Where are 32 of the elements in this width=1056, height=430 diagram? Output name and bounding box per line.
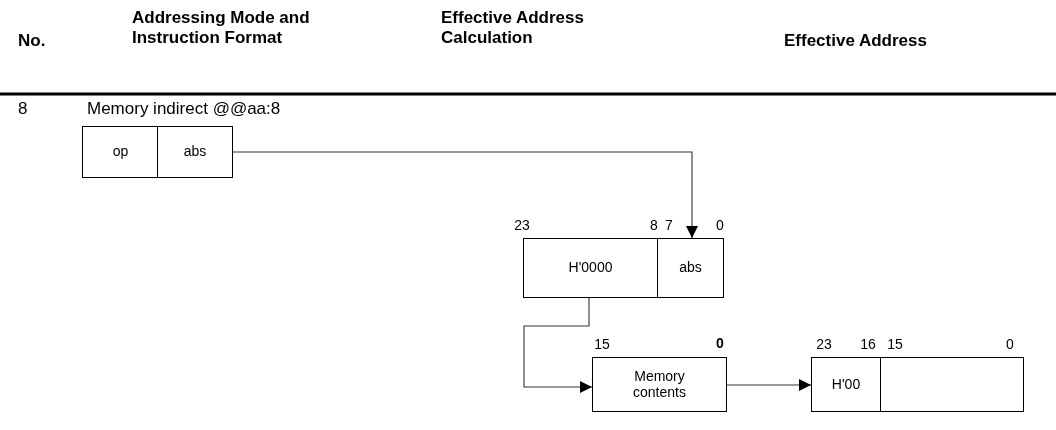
upper-bits-field bbox=[811, 357, 881, 412]
bit-number: 0 bbox=[716, 335, 724, 352]
field-label: abs bbox=[679, 260, 702, 276]
field-label: Memory contents bbox=[632, 369, 687, 400]
field-label: H'0000 bbox=[568, 260, 613, 276]
arrow bbox=[523, 297, 593, 393]
column-header: Addressing Mode and Instruction Format bbox=[132, 8, 311, 48]
bit-number: 23 bbox=[816, 336, 832, 353]
bit-number: 15 bbox=[594, 336, 610, 353]
memory-box bbox=[592, 357, 727, 412]
column-header: Effective Address bbox=[784, 31, 927, 51]
bit-number: 7 bbox=[665, 217, 673, 234]
address-field bbox=[157, 126, 233, 178]
column-header: Effective Address Calculation bbox=[441, 8, 585, 48]
mode-title: Memory indirect @@aa:8 bbox=[87, 99, 281, 119]
field-label: H'00 bbox=[831, 376, 861, 393]
bit-number: 23 bbox=[514, 217, 530, 234]
bit-number: 0 bbox=[1006, 336, 1014, 353]
upper-bits-field bbox=[523, 238, 658, 298]
bit-number: 0 bbox=[716, 217, 724, 234]
bit-number: 8 bbox=[650, 217, 658, 234]
bit-number: 16 bbox=[860, 336, 876, 353]
address-field bbox=[880, 357, 1024, 412]
field-label: abs bbox=[183, 144, 207, 160]
bit-number: 15 bbox=[887, 336, 903, 353]
arrow bbox=[232, 151, 698, 239]
row-number: 8 bbox=[18, 99, 28, 119]
address-field bbox=[657, 238, 724, 298]
opcode-field bbox=[82, 126, 159, 178]
arrow bbox=[726, 379, 812, 391]
field-label: op bbox=[112, 144, 129, 160]
column-header: No. bbox=[18, 31, 46, 51]
